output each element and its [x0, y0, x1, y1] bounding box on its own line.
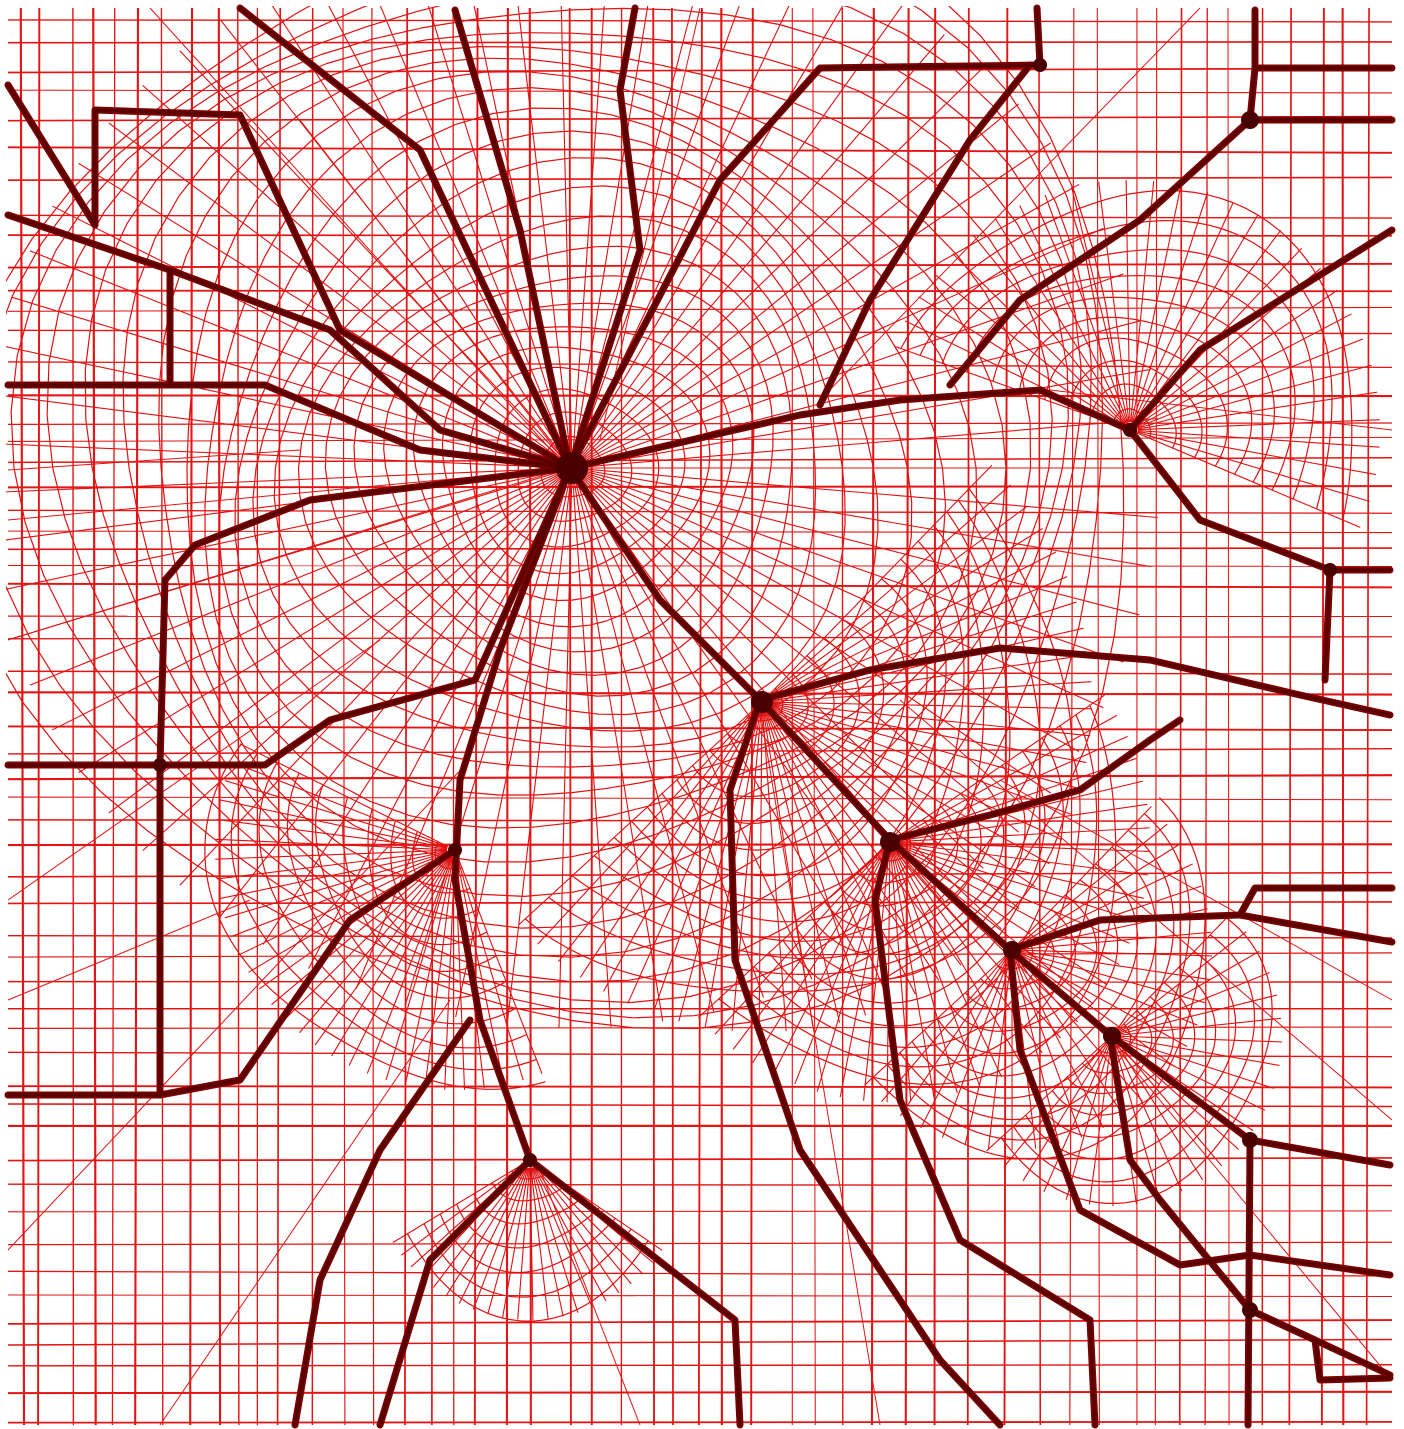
- junction-hub: [1103, 1027, 1121, 1045]
- grid-street-horizontal: [8, 235, 1392, 236]
- junction-hub: [1241, 111, 1259, 129]
- grid-street-vertical: [507, 8, 508, 1425]
- grid-street-vertical: [935, 8, 936, 1425]
- junction-hub: [751, 691, 773, 713]
- junction-hub: [153, 758, 167, 772]
- grid-street-vertical: [219, 8, 220, 1425]
- grid-street-horizontal: [8, 486, 1392, 487]
- canvas-edge: [0, 0, 1404, 6]
- junction-hub: [1242, 1132, 1258, 1148]
- grid-street-horizontal: [8, 42, 1392, 43]
- junction-hub: [1323, 563, 1337, 577]
- canvas-edge: [1394, 0, 1404, 1429]
- grid-street-vertical: [968, 8, 969, 1425]
- arterial-road-core: [1248, 1140, 1250, 1425]
- junction-hub: [1003, 941, 1021, 959]
- grid-street-vertical: [570, 8, 571, 1425]
- junction-hub: [1123, 423, 1137, 437]
- grid-street-horizontal: [8, 1392, 1392, 1393]
- grid-street-vertical: [38, 8, 39, 1425]
- junction-hub: [880, 832, 900, 852]
- grid-street-vertical: [721, 8, 722, 1425]
- grid-street-horizontal: [8, 844, 1392, 845]
- grid-street-horizontal: [8, 1422, 1392, 1423]
- junction-hub: [556, 452, 588, 484]
- grid-street-vertical: [432, 8, 433, 1425]
- junction-hub: [448, 843, 462, 857]
- grid-street-vertical: [1343, 8, 1344, 1425]
- grid-street-vertical: [672, 8, 673, 1425]
- junction-hub: [523, 1153, 537, 1167]
- junction-hub: [1242, 1302, 1258, 1318]
- junction-hub: [1033, 58, 1047, 72]
